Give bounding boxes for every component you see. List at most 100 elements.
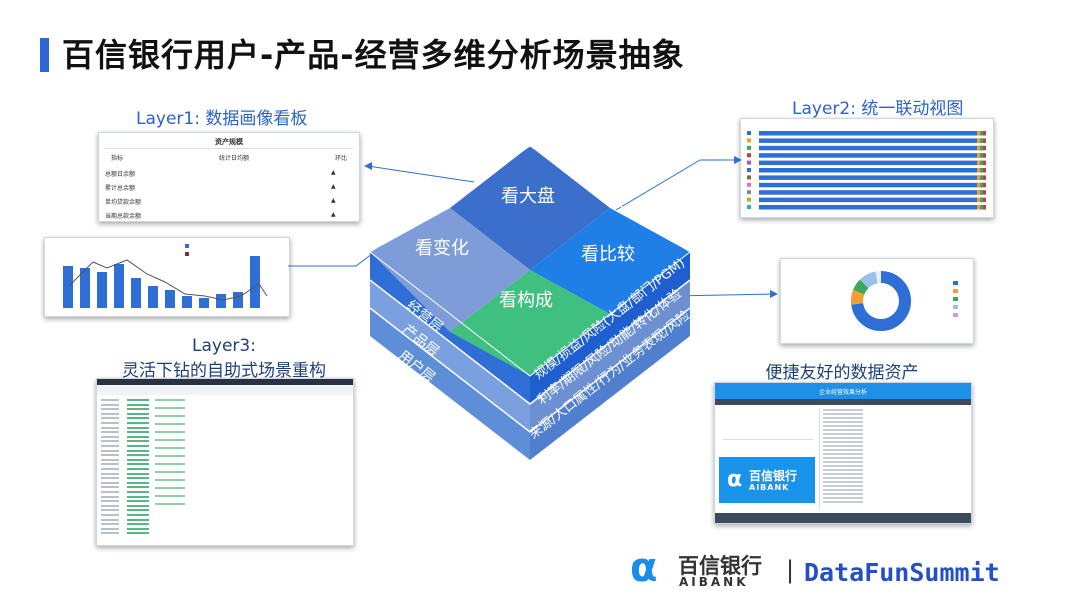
- placeholder-line: [823, 449, 863, 451]
- placeholder-line: [823, 489, 863, 491]
- layer1-row: 累计总余额: [105, 185, 136, 192]
- mini-bar: [182, 296, 192, 308]
- stacked-bar: [759, 197, 983, 203]
- footer-separator: |: [786, 556, 795, 584]
- legend-swatch: [747, 138, 751, 143]
- stacked-bar-segment: [980, 205, 983, 210]
- mini-bar: [114, 264, 124, 308]
- layer3-caption-line1: Layer3:: [192, 336, 256, 356]
- placeholder-line: [127, 527, 149, 530]
- placeholder-line: [823, 417, 863, 419]
- stacked-bar-segment: [977, 160, 980, 166]
- placeholder-line: [127, 412, 149, 415]
- stacked-bar: [759, 190, 983, 195]
- layer1-col-indicator: 指标: [111, 155, 124, 162]
- legend-swatch: [747, 182, 751, 187]
- page-title: 百信银行用户-产品-经营多维分析场景抽象: [62, 36, 685, 74]
- placeholder-line: [101, 431, 119, 434]
- placeholder-line: [101, 504, 119, 507]
- placeholder-line: [101, 426, 119, 429]
- donut-chart: [851, 271, 958, 331]
- placeholder-line: [155, 439, 185, 441]
- stacked-bar-segment: [977, 153, 980, 158]
- title-accent-bar: [40, 38, 49, 72]
- legend-swatch: [747, 145, 751, 150]
- stacked-bar-segment: [983, 197, 986, 203]
- stacked-bar-segment: [980, 160, 983, 166]
- placeholder-line: [101, 417, 119, 420]
- cube-layer3-left: [370, 308, 530, 460]
- stacked-bar: [759, 145, 983, 151]
- cube-top-right: [530, 208, 690, 314]
- placeholder-line: [155, 487, 185, 489]
- placeholder-line: [127, 440, 149, 443]
- mini-bar: [216, 294, 226, 308]
- stacked-bar: [759, 160, 983, 166]
- stacked-bar-segment: [977, 182, 980, 188]
- placeholder-line: [127, 500, 149, 503]
- placeholder-line: [823, 409, 863, 411]
- assets-header: 企业经营效果分析: [715, 383, 971, 399]
- layer1-col-average: 统计日均额: [219, 155, 250, 162]
- stacked-bar: [759, 175, 983, 180]
- stacked-bar-segment: [977, 138, 980, 143]
- layer3-drilldown-panel: [96, 378, 354, 546]
- placeholder-line: [155, 423, 185, 425]
- placeholder-line: [127, 491, 149, 493]
- placeholder-line: [823, 469, 863, 471]
- placeholder-line: [101, 468, 119, 470]
- layer1-row: 总额日余额: [105, 171, 136, 178]
- placeholder-line: [823, 497, 863, 499]
- placeholder-line: [127, 532, 149, 535]
- placeholder-line: [155, 415, 185, 417]
- label-overview: 看大盘: [501, 186, 555, 207]
- placeholder-line: [823, 485, 863, 487]
- placeholder-line: [155, 495, 185, 497]
- stacked-bar: [759, 168, 983, 173]
- legend-swatch: [747, 190, 751, 195]
- stacked-bar-segment: [977, 190, 980, 195]
- stacked-bar-segment: [977, 131, 980, 136]
- placeholder-line: [823, 425, 863, 427]
- placeholder-line: [101, 445, 119, 447]
- placeholder-line: [101, 435, 119, 438]
- stacked-bar-segment: [977, 168, 980, 173]
- stacked-bar: [759, 182, 983, 188]
- placeholder-line: [127, 426, 149, 429]
- analysis-cube: 看大盘 看变化 看比较 看构成 经营层 产品层 用户层 规模/损益/风险(大盘/…: [369, 145, 693, 460]
- mini-bar: [199, 298, 209, 308]
- assets-caption: 便捷友好的数据资产: [765, 363, 919, 383]
- placeholder-line: [155, 479, 185, 481]
- placeholder-line: [127, 403, 149, 406]
- placeholder-line: [127, 435, 149, 438]
- stacked-bar-segment: [980, 190, 983, 195]
- stacked-bar-segment: [980, 168, 983, 173]
- placeholder-line: [155, 447, 185, 449]
- placeholder-line: [823, 461, 863, 463]
- placeholder-line: [823, 413, 863, 415]
- placeholder-line: [127, 509, 149, 512]
- assets-header-title: 企业经营效果分析: [818, 389, 867, 396]
- placeholder-line: [823, 493, 863, 495]
- cube-top-front: [450, 270, 610, 376]
- stacked-bar-segment: [980, 182, 983, 188]
- placeholder-line: [127, 468, 149, 470]
- legend-swatch: [747, 153, 751, 158]
- placeholder-line: [823, 501, 863, 503]
- placeholder-line: [155, 407, 185, 409]
- placeholder-line: [155, 503, 185, 505]
- legend-swatch: [747, 175, 751, 180]
- cube-layer1-right: [530, 252, 690, 404]
- mini-bar: [97, 272, 107, 308]
- placeholder-line: [101, 403, 119, 406]
- stacked-bar-segment: [977, 145, 980, 151]
- label-compare: 看比较: [581, 244, 635, 265]
- label-composition: 看构成: [499, 290, 553, 311]
- donut-chart-panel: [780, 258, 974, 344]
- placeholder-line: [127, 399, 149, 401]
- placeholder-line: [823, 457, 863, 459]
- assets-logo-block: α 百信银行 AIBANK: [719, 457, 815, 503]
- legend-swatch: [747, 131, 751, 135]
- stacked-bar-segment: [983, 153, 986, 158]
- placeholder-line: [127, 518, 149, 521]
